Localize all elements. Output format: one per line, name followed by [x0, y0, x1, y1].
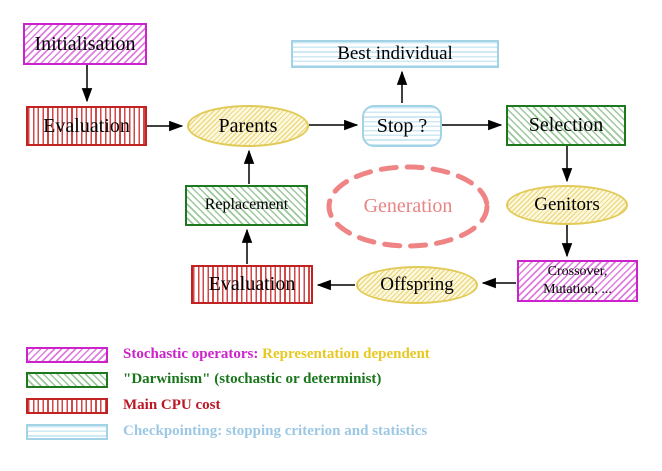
node-evaluation-bottom: Evaluation — [191, 265, 313, 304]
legend-text-stochastic: Stochastic operators: Representation dep… — [123, 346, 430, 363]
legend-text-checkpointing: Checkpointing: stopping criterion and st… — [123, 423, 427, 440]
legend-stochastic-primary: Stochastic operators: — [123, 346, 259, 362]
node-evaluation-top-label: Evaluation — [43, 114, 130, 137]
node-genitors: Genitors — [506, 185, 628, 225]
node-crossover-mutation-label: Crossover, Mutation, ... — [543, 263, 612, 299]
legend-text-darwinism: "Darwinism" (stochastic or determinist) — [123, 371, 381, 388]
legend-row-stochastic: Stochastic operators: Representation dep… — [26, 346, 430, 363]
node-genitors-label: Genitors — [534, 194, 600, 216]
legend-row-checkpointing: Checkpointing: stopping criterion and st… — [26, 423, 427, 440]
node-replacement: Replacement — [185, 185, 308, 226]
legend-swatch-checkpointing — [26, 423, 108, 440]
legend-swatch-darwinism — [26, 371, 108, 388]
legend-swatch-cpu — [26, 397, 108, 414]
legend-checkpointing-primary: Checkpointing: stopping criterion and st… — [123, 423, 428, 439]
node-initialisation-label: Initialisation — [34, 32, 136, 55]
node-best-individual: Best individual — [291, 40, 499, 68]
node-crossover-mutation: Crossover, Mutation, ... — [517, 260, 638, 302]
node-selection-label: Selection — [528, 114, 604, 136]
legend-cpu-primary: Main CPU cost — [123, 397, 221, 413]
node-evaluation-top: Evaluation — [26, 106, 147, 146]
generation-dashed-ellipse — [326, 164, 490, 249]
node-selection: Selection — [506, 105, 626, 146]
node-parents-label: Parents — [218, 114, 278, 137]
node-generation-label: Generation — [363, 195, 453, 217]
node-initialisation: Initialisation — [23, 23, 147, 65]
node-offspring-label: Offspring — [380, 274, 454, 296]
node-stop: Stop ? — [362, 105, 442, 147]
legend-darwinism-primary: "Darwinism" (stochastic or determinist) — [123, 371, 382, 387]
legend-row-darwinism: "Darwinism" (stochastic or determinist) — [26, 371, 381, 388]
node-stop-label: Stop ? — [376, 114, 428, 137]
legend-swatch-stochastic — [26, 346, 108, 363]
mutation-line: Mutation, ... — [543, 282, 612, 297]
crossover-line: Crossover, — [547, 263, 608, 279]
node-evaluation-bottom-label: Evaluation — [208, 273, 296, 295]
node-replacement-label: Replacement — [204, 196, 289, 214]
node-generation: Generation — [325, 163, 491, 250]
legend-row-cpu: Main CPU cost — [26, 397, 221, 414]
node-offspring: Offspring — [356, 266, 478, 304]
legend-text-cpu: Main CPU cost — [123, 397, 221, 414]
node-parents: Parents — [187, 105, 309, 147]
legend-stochastic-secondary: Representation dependent — [262, 346, 430, 362]
node-best-individual-label: Best individual — [337, 43, 453, 65]
